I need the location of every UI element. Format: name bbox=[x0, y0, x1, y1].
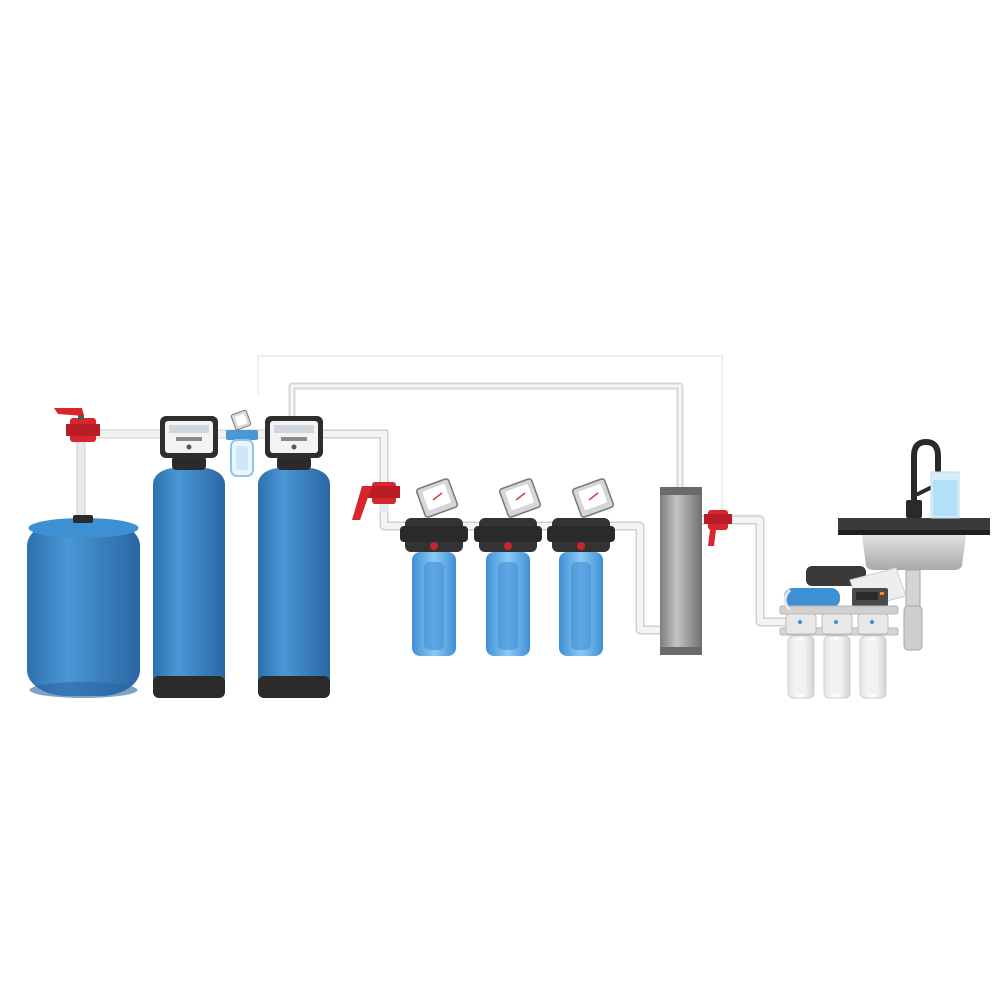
filter-inlet-valve[interactable] bbox=[352, 482, 400, 520]
countertop bbox=[838, 518, 990, 532]
tank-base bbox=[153, 676, 225, 698]
inlet-ball-valve[interactable] bbox=[54, 408, 100, 442]
pressure-gauge-icon bbox=[230, 409, 252, 431]
uv-lamp-icon bbox=[660, 487, 702, 655]
pressure-gauge-icon bbox=[415, 478, 459, 518]
tank-fitting bbox=[73, 515, 93, 523]
sink-basin bbox=[862, 535, 966, 570]
uv-outlet-valve[interactable] bbox=[704, 510, 732, 546]
kitchen-sink-with-faucet bbox=[838, 438, 990, 651]
cartridge-housing-3 bbox=[547, 478, 615, 656]
control-head-icon[interactable] bbox=[160, 416, 218, 458]
cartridge-housing-1 bbox=[400, 478, 468, 656]
ro-prefilter-3 bbox=[859, 635, 887, 699]
uv-sterilizer bbox=[660, 487, 702, 655]
pressure-tank bbox=[27, 515, 140, 698]
pressure-gauge-icon bbox=[498, 478, 542, 518]
sediment-prefilter bbox=[226, 409, 258, 477]
softener-tank-1 bbox=[153, 416, 225, 698]
control-head-icon[interactable] bbox=[265, 416, 323, 458]
ro-controller-icon[interactable] bbox=[849, 567, 907, 609]
pipework bbox=[76, 355, 790, 635]
reverse-osmosis-unit bbox=[779, 566, 907, 699]
ro-prefilter-2 bbox=[823, 635, 851, 699]
valve-handle-icon[interactable] bbox=[352, 486, 372, 520]
ro-prefilter-1 bbox=[787, 635, 815, 699]
softener-tank-2 bbox=[258, 416, 330, 698]
valve-handle-icon[interactable] bbox=[708, 530, 716, 546]
faucet-icon[interactable] bbox=[906, 438, 941, 519]
valve-handle-icon[interactable] bbox=[54, 408, 84, 416]
pressure-gauge-icon bbox=[571, 478, 615, 518]
water-glass-icon bbox=[930, 471, 960, 519]
cartridge-housing-2 bbox=[474, 478, 542, 656]
tank-base bbox=[258, 676, 330, 698]
